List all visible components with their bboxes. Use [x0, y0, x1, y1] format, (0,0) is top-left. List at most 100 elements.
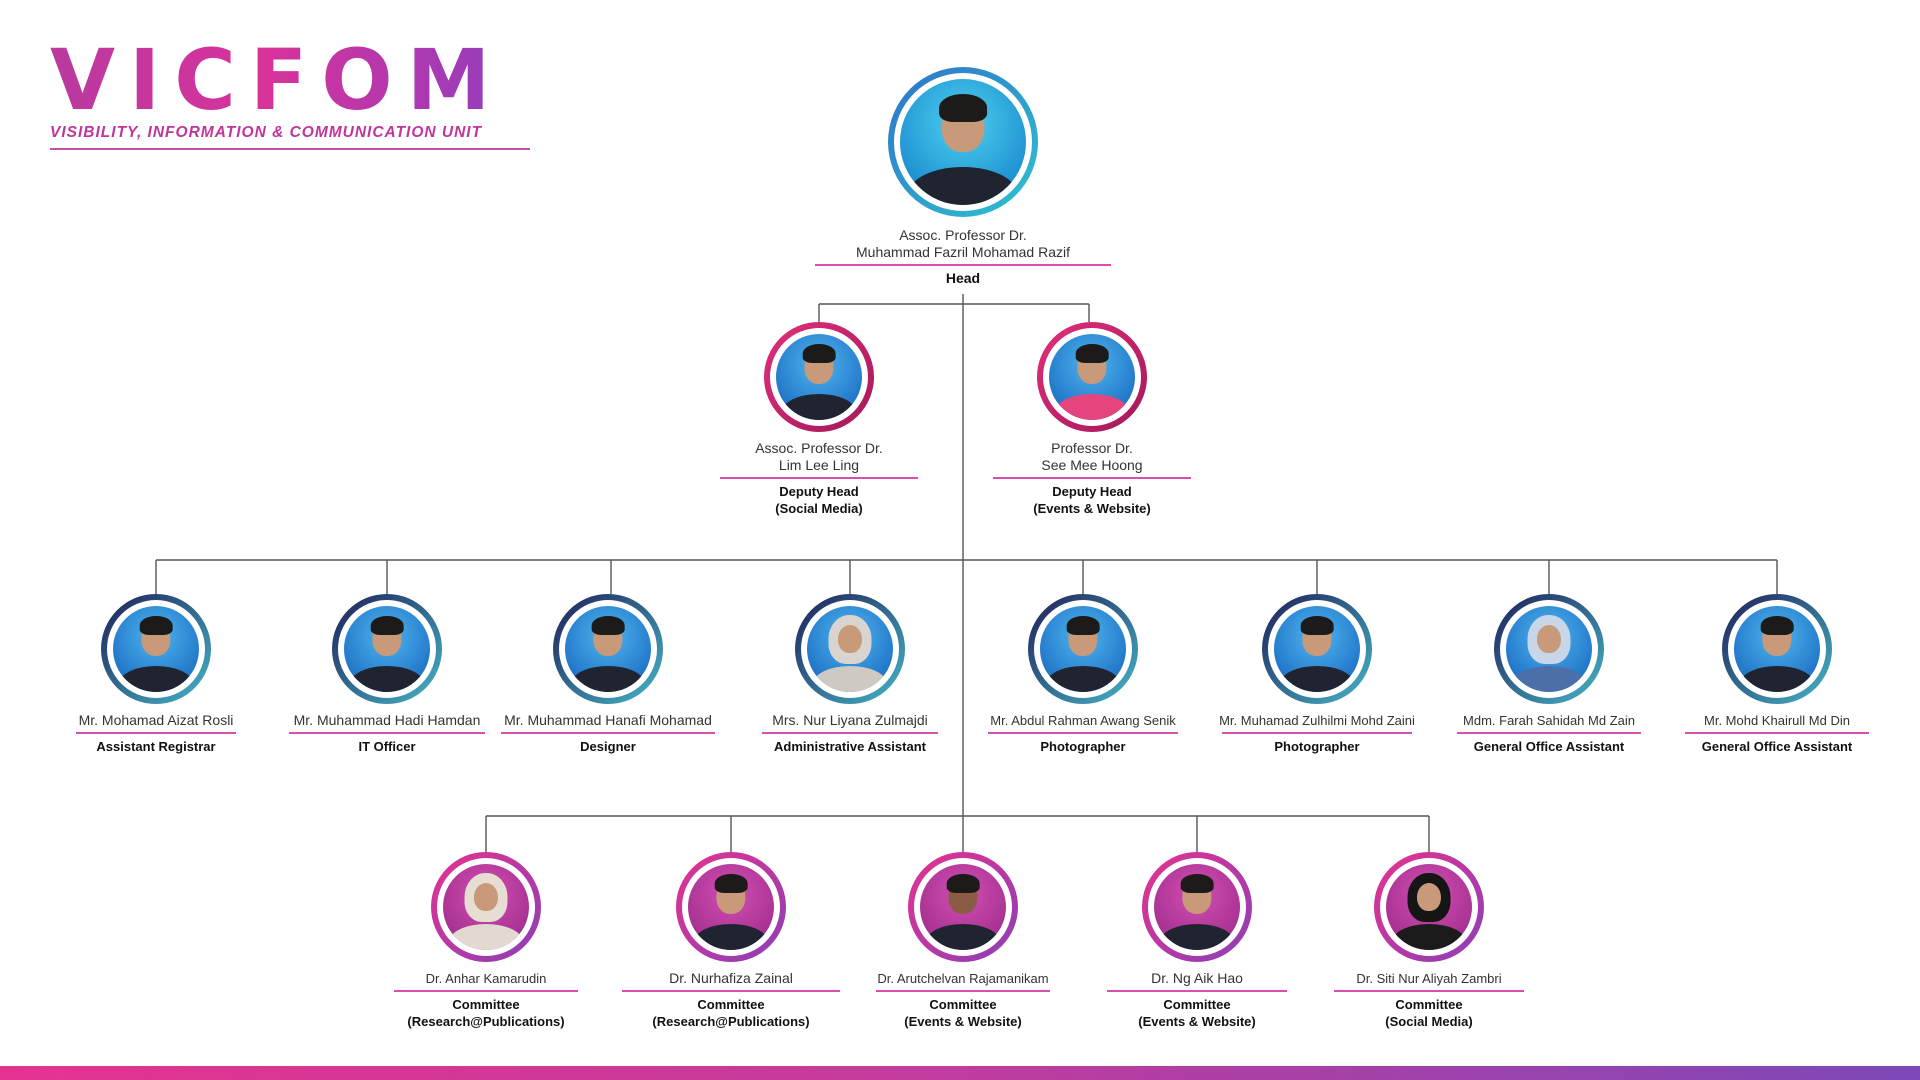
person-photo-icon	[1040, 606, 1126, 692]
person-photo-icon	[688, 864, 774, 950]
photo-ring	[795, 594, 905, 704]
staff-name: Mr. Muhammad Hanafi Mohamad	[504, 712, 712, 728]
photo-ring	[1722, 594, 1832, 704]
person-photo-icon	[920, 864, 1006, 950]
person-photo-icon	[776, 334, 862, 420]
staff-name: Mr. Mohamad Aizat Rosli	[78, 712, 234, 728]
person-photo-icon	[113, 606, 199, 692]
photo-ring	[676, 852, 786, 962]
person-photo-icon	[344, 606, 430, 692]
org-node-deputy: Professor Dr. See Mee Hoong Deputy Head …	[982, 322, 1202, 517]
org-node-committee: Dr. Ng Aik Hao Committee (Events & Websi…	[1097, 852, 1297, 1030]
name-underline	[394, 990, 578, 992]
person-photo-icon	[1154, 864, 1240, 950]
deputy-name-line2: Lim Lee Ling	[778, 457, 860, 473]
photo-ring	[1142, 852, 1252, 962]
photo-ring	[764, 322, 874, 432]
org-node-committee: Dr. Arutchelvan Rajamanikam Committee (E…	[853, 852, 1073, 1030]
staff-role: Designer	[580, 738, 636, 754]
staff-name: Mr. Mohd Khairull Md Din	[1704, 713, 1850, 728]
staff-role: General Office Assistant	[1701, 738, 1853, 754]
committee-role-line1: Committee	[1395, 996, 1463, 1012]
person-photo-icon	[1734, 606, 1820, 692]
unit-logo: VICFOM VISIBILITY, INFORMATION & COMMUNI…	[50, 38, 530, 150]
committee-role-line2: (Events & Website)	[1138, 1013, 1256, 1029]
person-photo-icon	[1506, 606, 1592, 692]
org-node-staff: Mr. Mohamad Aizat Rosli Assistant Regist…	[51, 594, 261, 755]
committee-role-line1: Committee	[1163, 996, 1231, 1012]
photo-ring	[1374, 852, 1484, 962]
photo-ring	[1262, 594, 1372, 704]
name-underline	[720, 477, 918, 479]
committee-name: Dr. Nurhafiza Zainal	[669, 970, 793, 986]
name-underline	[76, 732, 236, 734]
committee-name: Dr. Anhar Kamarudin	[425, 971, 547, 986]
deputy-role-line2: (Events & Website)	[1033, 500, 1151, 516]
staff-role: General Office Assistant	[1473, 738, 1625, 754]
deputy-role-line1: Deputy Head	[1052, 483, 1132, 499]
committee-role-line1: Committee	[697, 996, 765, 1012]
committee-role-line2: (Events & Website)	[904, 1013, 1022, 1029]
photo-ring	[553, 594, 663, 704]
name-underline	[1222, 732, 1412, 734]
name-underline	[1107, 990, 1287, 992]
name-underline	[1685, 732, 1869, 734]
staff-role: Photographer	[1040, 738, 1126, 754]
staff-role: Assistant Registrar	[96, 738, 216, 754]
name-underline	[289, 732, 485, 734]
org-node-staff: Mr. Abdul Rahman Awang Senik Photographe…	[978, 594, 1188, 755]
person-photo-icon	[443, 864, 529, 950]
photo-ring	[101, 594, 211, 704]
committee-name: Dr. Arutchelvan Rajamanikam	[877, 971, 1049, 986]
head-name-line2: Muhammad Fazril Mohamad Razif	[856, 244, 1070, 260]
head-name-line1: Assoc. Professor Dr.	[899, 227, 1027, 243]
name-underline	[501, 732, 715, 734]
person-photo-icon	[900, 79, 1026, 205]
person-photo-icon	[807, 606, 893, 692]
photo-ring	[888, 67, 1038, 217]
deputy-role-line1: Deputy Head	[779, 483, 859, 499]
photo-ring	[1028, 594, 1138, 704]
logo-title: VICFOM	[50, 38, 530, 122]
committee-name: Dr. Siti Nur Aliyah Zambri	[1356, 971, 1502, 986]
deputy-name-line1: Professor Dr.	[1051, 440, 1133, 456]
photo-ring	[431, 852, 541, 962]
name-underline	[988, 732, 1178, 734]
photo-ring	[908, 852, 1018, 962]
org-node-staff: Mr. Mohd Khairull Md Din General Office …	[1677, 594, 1877, 755]
name-underline	[1334, 990, 1524, 992]
deputy-name-line1: Assoc. Professor Dr.	[755, 440, 883, 456]
org-node-committee: Dr. Nurhafiza Zainal Committee (Research…	[616, 852, 846, 1030]
staff-role: Photographer	[1274, 738, 1360, 754]
name-underline	[622, 990, 840, 992]
org-node-staff: Mdm. Farah Sahidah Md Zain General Offic…	[1444, 594, 1654, 755]
org-node-staff: Mrs. Nur Liyana Zulmajdi Administrative …	[745, 594, 955, 755]
person-photo-icon	[565, 606, 651, 692]
head-role: Head	[945, 269, 981, 286]
org-node-committee: Dr. Anhar Kamarudin Committee (Research@…	[376, 852, 596, 1030]
committee-role-line2: (Research@Publications)	[652, 1013, 810, 1029]
person-photo-icon	[1049, 334, 1135, 420]
committee-role-line2: (Social Media)	[1385, 1013, 1473, 1029]
committee-role-line1: Committee	[452, 996, 520, 1012]
staff-name: Mdm. Farah Sahidah Md Zain	[1463, 713, 1635, 728]
name-underline	[876, 990, 1050, 992]
org-node-staff: Mr. Muhammad Hadi Hamdan IT Officer	[277, 594, 497, 755]
committee-role-line2: (Research@Publications)	[407, 1013, 565, 1029]
staff-name: Mr. Muhammad Hadi Hamdan	[293, 712, 481, 728]
org-node-head: Assoc. Professor Dr. Muhammad Fazril Moh…	[803, 67, 1123, 287]
photo-ring	[1037, 322, 1147, 432]
logo-subtitle: VISIBILITY, INFORMATION & COMMUNICATION …	[50, 124, 530, 150]
photo-ring	[1494, 594, 1604, 704]
staff-name: Mrs. Nur Liyana Zulmajdi	[772, 712, 928, 728]
name-underline	[993, 477, 1191, 479]
name-underline	[762, 732, 938, 734]
staff-name: Mr. Muhamad Zulhilmi Mohd Zaini	[1219, 713, 1415, 728]
org-node-staff: Mr. Muhammad Hanafi Mohamad Designer	[493, 594, 723, 755]
name-underline	[1457, 732, 1641, 734]
committee-name: Dr. Ng Aik Hao	[1151, 970, 1243, 986]
footer-gradient-bar	[0, 1066, 1920, 1080]
deputy-name-line2: See Mee Hoong	[1041, 457, 1143, 473]
person-photo-icon	[1274, 606, 1360, 692]
